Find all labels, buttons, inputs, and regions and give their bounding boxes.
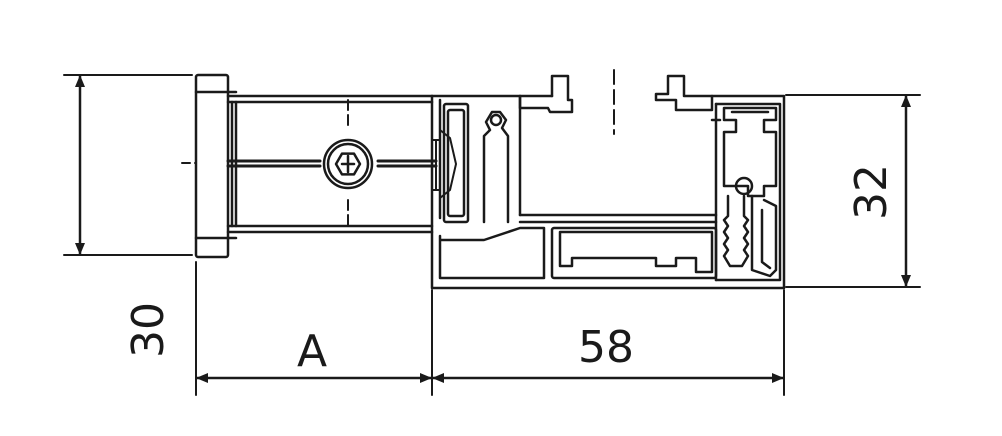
profile-width-label: 58 — [578, 322, 634, 373]
bottom-dimensions — [195, 261, 785, 396]
left-height-dimension — [63, 74, 193, 256]
profile-height-label: 32 — [846, 164, 897, 220]
gasket-detail — [431, 129, 457, 199]
mount-width-label: A — [297, 326, 327, 377]
left-height-label: 30 — [123, 302, 174, 358]
center-line — [181, 99, 438, 231]
bolt-head — [322, 138, 374, 190]
aluminum-profile — [430, 69, 786, 290]
anchor-body — [226, 94, 434, 234]
right-height-dimension — [785, 94, 921, 288]
